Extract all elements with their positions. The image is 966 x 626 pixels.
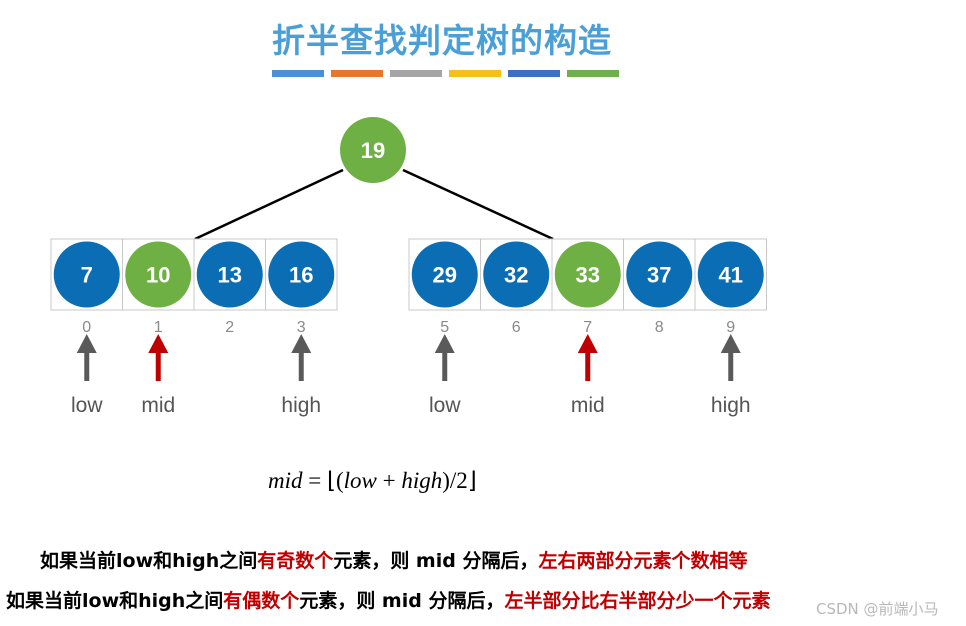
root-node: 19: [340, 117, 406, 183]
note1-part-c: 元素，则 mid 分隔后，: [333, 550, 539, 572]
color-bar-segment: [331, 70, 383, 77]
array-node-value: 29: [433, 263, 457, 288]
pointer-label-mid: mid: [571, 394, 605, 417]
pointer-label-mid: mid: [141, 394, 175, 417]
decision-tree-diagram: 7 0 10 1 13 2 16 3 low mid high 29 5 32 6 33 7 37 8 41 9 low…: [50, 117, 767, 417]
array-index: 0: [82, 319, 91, 336]
note2-part-d: 左半部分比右半部分少一个元素: [504, 590, 771, 612]
array-node-value: 41: [719, 263, 743, 288]
array-node-value: 7: [81, 263, 93, 288]
note2-part-a: 如果当前low和high之间: [6, 590, 224, 612]
tree-edge-right: [402, 168, 554, 241]
array-node-value: 16: [289, 263, 313, 288]
array-node: [626, 241, 693, 308]
note1-part-a: 如果当前low和high之间: [40, 550, 258, 572]
pointer-arrow-head: [434, 334, 455, 353]
color-bar-segment: [449, 70, 501, 77]
pointer-arrow-head: [291, 334, 312, 353]
array-node: [196, 241, 263, 308]
array-index: 6: [512, 319, 521, 336]
note-even-count: 如果当前low和high之间有偶数个元素，则 mid 分隔后，左半部分比右半部分…: [6, 586, 770, 613]
color-bar-segment: [390, 70, 442, 77]
formula-lhs: mid: [268, 468, 303, 493]
array-index: 2: [225, 319, 234, 336]
pointer-arrow-head: [577, 334, 598, 353]
color-bar-segment: [508, 70, 560, 77]
formula-plus: +: [376, 468, 402, 493]
note-odd-count: 如果当前low和high之间有奇数个元素，则 mid 分隔后，左右两部分元素个数…: [40, 546, 747, 573]
left-array: 7 0 10 1 13 2 16 3 low mid high: [50, 238, 338, 417]
pointer-label-low: low: [71, 394, 103, 417]
page-title: 折半查找判定树的构造: [272, 21, 612, 60]
array-node: [697, 241, 764, 308]
formula-tail: )/2⌋: [442, 468, 477, 493]
array-node-value: 10: [146, 263, 170, 288]
array-node-value: 37: [647, 263, 671, 288]
right-array: 29 5 32 6 33 7 37 8 41 9 low mid high: [408, 238, 767, 417]
pointer-arrow-head: [76, 334, 97, 353]
pointer-arrow-head: [148, 334, 169, 353]
pointer-label-high: high: [281, 394, 321, 417]
array-node-value: 33: [576, 263, 600, 288]
formula-low: low: [343, 468, 377, 493]
array-index: 1: [154, 319, 163, 336]
tree-edges: [194, 168, 554, 241]
array-index: 5: [440, 319, 449, 336]
root-value: 19: [361, 138, 385, 163]
array-node: [125, 241, 192, 308]
array-node: [554, 241, 621, 308]
array-index: 9: [726, 319, 735, 336]
array-node: [268, 241, 335, 308]
color-bar-segment: [567, 70, 619, 77]
note1-part-d: 左右两部分元素个数相等: [538, 550, 748, 572]
formula-high: high: [401, 468, 443, 493]
array-node: [53, 241, 120, 308]
formula-eq: = ⌊(: [302, 468, 344, 493]
color-bar-segment: [272, 70, 324, 77]
root-circle: [340, 117, 406, 183]
array-index: 3: [297, 319, 306, 336]
note2-part-c: 元素，则 mid 分隔后，: [299, 590, 505, 612]
array-index: 8: [655, 319, 664, 336]
pointer-label-high: high: [711, 394, 751, 417]
array-node: [483, 241, 550, 308]
note1-part-b: 有奇数个: [257, 550, 334, 572]
note2-part-b: 有偶数个: [223, 590, 300, 612]
array-node-value: 13: [218, 263, 242, 288]
mid-formula: mid = ⌊(low + high)/2⌋: [268, 468, 477, 494]
pointer-arrow-head: [720, 334, 741, 353]
array-node-value: 32: [504, 263, 528, 288]
tree-edge-left: [194, 168, 344, 241]
watermark: CSDN @前端小马: [816, 600, 939, 618]
title-color-bar: [272, 70, 619, 77]
array-index: 7: [583, 319, 592, 336]
array-node: [411, 241, 478, 308]
pointer-label-low: low: [429, 394, 461, 417]
